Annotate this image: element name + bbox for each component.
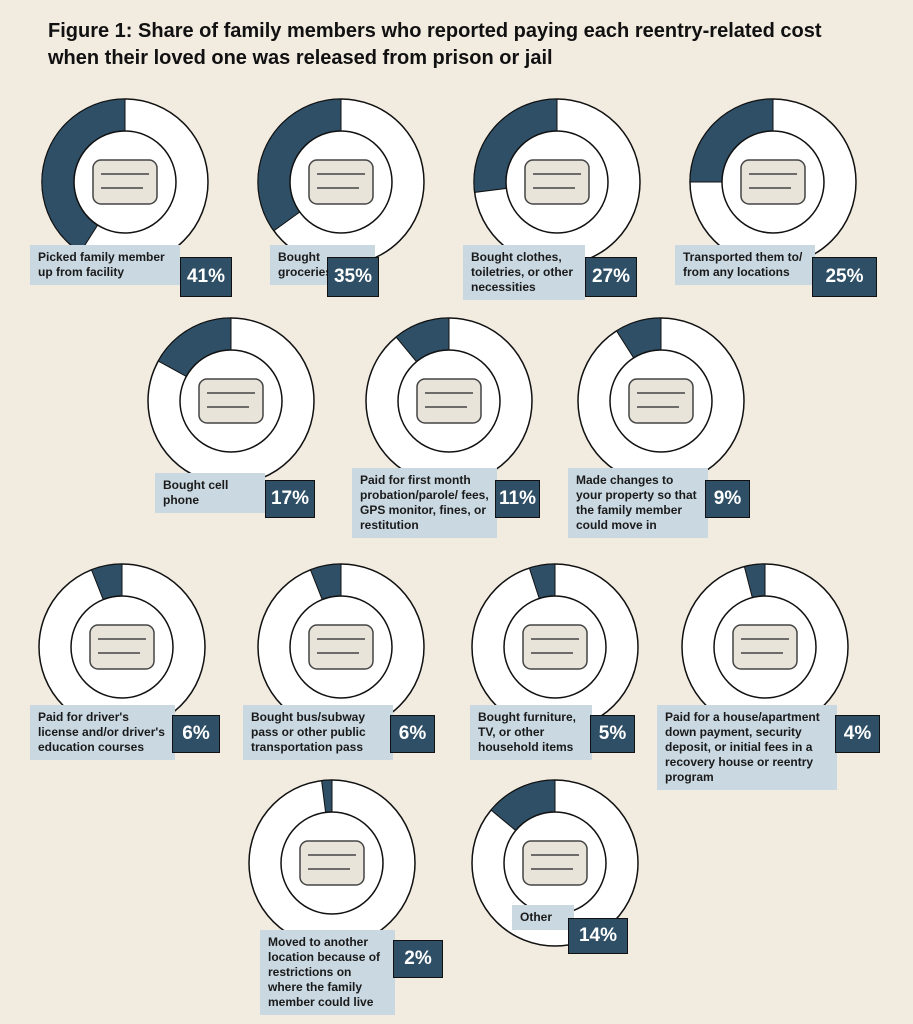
donut-11	[681, 563, 849, 731]
percent-label: 9%	[705, 480, 750, 518]
percent-label: 27%	[585, 257, 637, 297]
data-label: Bought furniture, TV, or other household…	[470, 705, 592, 760]
chart-title: Figure 1: Share of family members who re…	[48, 20, 822, 69]
percent-label: 41%	[180, 257, 232, 297]
data-label: Paid for a house/apartment down payment,…	[657, 705, 837, 790]
donut-9	[257, 563, 425, 731]
data-label: Bought cell phone	[155, 473, 265, 513]
percent-label: 6%	[172, 715, 220, 753]
donut-7	[577, 317, 745, 485]
data-label: Bought bus/subway pass or other public t…	[243, 705, 393, 760]
map-icon	[740, 159, 806, 205]
percent-label: 14%	[568, 918, 628, 954]
percent-label: 25%	[812, 257, 877, 297]
donut-4	[689, 98, 857, 266]
bus-icon	[308, 624, 374, 670]
car-icon	[92, 159, 158, 205]
data-label: Made changes to your property so that th…	[568, 468, 708, 538]
donut-2	[257, 98, 425, 266]
donut-1	[41, 98, 209, 266]
wallet-icon	[522, 840, 588, 886]
data-label: Paid for first month probation/parole/ f…	[352, 468, 497, 538]
percent-label: 5%	[590, 715, 635, 753]
percent-label: 6%	[390, 715, 435, 753]
donut-13	[471, 779, 639, 947]
percent-label: 2%	[393, 940, 443, 978]
percent-label: 11%	[495, 480, 540, 518]
donut-6	[365, 317, 533, 485]
furniture-icon	[522, 624, 588, 670]
data-label: Bought clothes, toiletries, or other nec…	[463, 245, 585, 300]
donut-3	[473, 98, 641, 266]
data-label: Paid for driver's license and/or driver'…	[30, 705, 175, 760]
data-label: Moved to another location because of res…	[260, 930, 395, 1015]
car-key-icon	[89, 624, 155, 670]
donut-5	[147, 317, 315, 485]
percent-label: 35%	[327, 257, 379, 297]
donut-8	[38, 563, 206, 731]
cell-phone-icon	[198, 378, 264, 424]
donut-12	[248, 779, 416, 947]
data-label: Picked family member up from facility	[30, 245, 180, 285]
data-label: Other	[512, 905, 574, 930]
data-label: Transported them to/ from any locations	[675, 245, 815, 285]
donut-10	[471, 563, 639, 731]
grocery-bag-icon	[308, 159, 374, 205]
moving-boxes-icon	[299, 840, 365, 886]
percent-label: 17%	[265, 480, 315, 518]
money-icon	[416, 378, 482, 424]
percent-label: 4%	[835, 715, 880, 753]
toothbrush-icon	[524, 159, 590, 205]
check-icon	[732, 624, 798, 670]
hammer-icon	[628, 378, 694, 424]
